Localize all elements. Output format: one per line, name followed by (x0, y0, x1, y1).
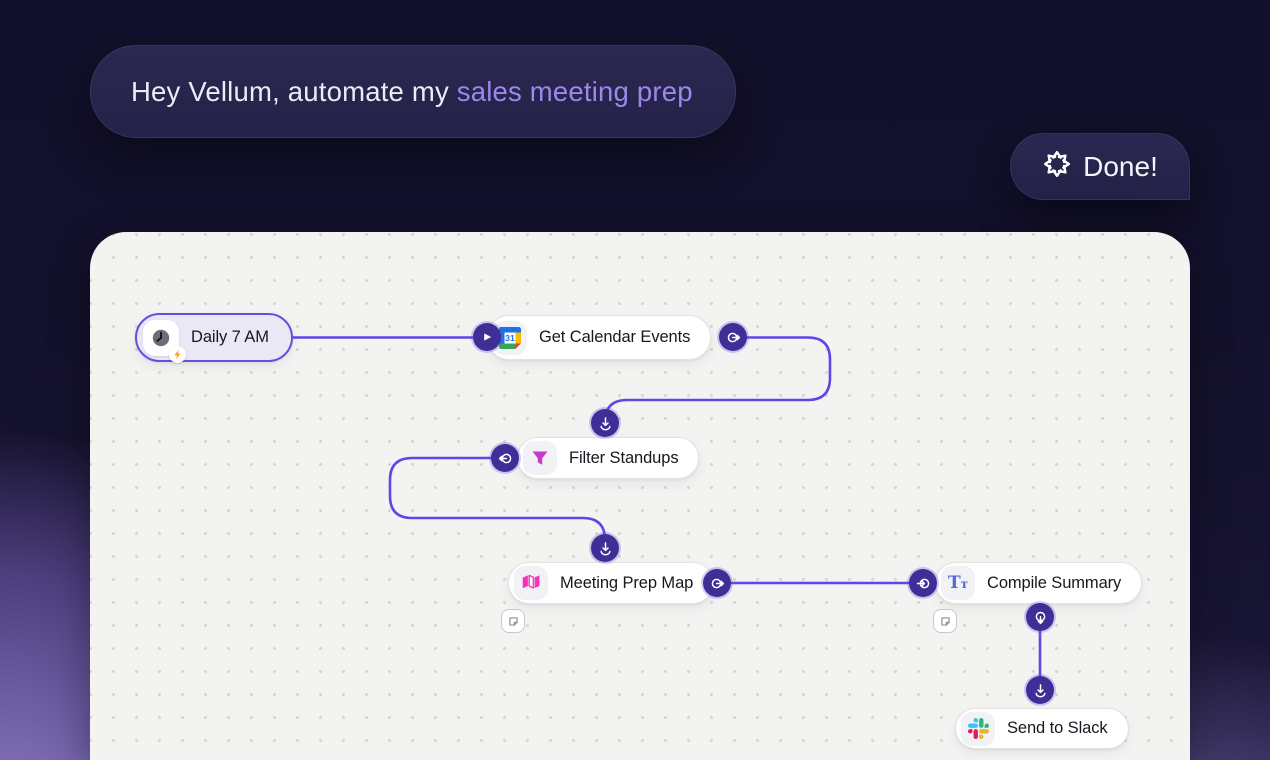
slack-icon (961, 711, 995, 746)
workflow-canvas[interactable]: Daily 7 AM 31 Get Calendar Events (90, 232, 1190, 760)
port-arrow-in-down-icon[interactable] (1026, 676, 1054, 704)
done-label: Done! (1083, 150, 1158, 182)
node-label: Filter Standups (569, 448, 679, 467)
port-arrow-out-right-icon[interactable] (703, 569, 731, 597)
port-arrow-out-right-icon[interactable] (719, 323, 747, 351)
node-meeting-prep-map[interactable]: Meeting Prep Map (508, 562, 715, 604)
note-icon[interactable] (933, 609, 957, 633)
node-get-calendar-events[interactable]: 31 Get Calendar Events (487, 315, 712, 360)
user-prompt-bubble: Hey Vellum, automate my sales meeting pr… (90, 45, 736, 138)
prompt-text-plain: Hey Vellum, automate my (131, 75, 457, 107)
port-arrow-in-right-icon[interactable] (909, 569, 937, 597)
node-compile-summary[interactable]: Tт Compile Summary (935, 562, 1143, 604)
port-arrow-in-down-icon[interactable] (591, 534, 619, 562)
assistant-done-bubble: Done! (1010, 133, 1190, 200)
tt-glyph: Tт (947, 572, 969, 593)
google-calendar-icon: 31 (493, 320, 527, 355)
note-icon[interactable] (501, 609, 525, 633)
map-icon (514, 566, 548, 600)
node-label: Get Calendar Events (539, 328, 691, 346)
bolt-badge-icon (169, 345, 186, 363)
port-arrow-out-down-icon[interactable] (1026, 603, 1054, 631)
vellum-starburst-icon (1042, 149, 1072, 184)
node-label: Send to Slack (1007, 719, 1108, 737)
port-arrow-in-down-icon[interactable] (591, 409, 619, 437)
port-arrow-out-left-icon[interactable] (491, 444, 519, 472)
node-filter-standups[interactable]: Filter Standups (517, 437, 700, 479)
port-trigger-in-icon[interactable] (473, 323, 501, 351)
workflow-edges (285, 336, 1042, 690)
node-daily-7am[interactable]: Daily 7 AM (135, 313, 293, 363)
filter-funnel-icon (523, 441, 557, 475)
node-send-to-slack[interactable]: Send to Slack (955, 708, 1129, 749)
node-label: Compile Summary (987, 573, 1122, 592)
text-format-icon: Tт (941, 566, 975, 600)
svg-text:31: 31 (505, 333, 515, 343)
clock-trigger-icon (143, 319, 186, 363)
prompt-text-accent: sales meeting prep (456, 75, 693, 107)
node-label: Daily 7 AM (191, 328, 269, 346)
edge-filter-to-map (388, 456, 607, 548)
node-label: Meeting Prep Map (560, 573, 694, 592)
edge-calendar-to-filter (603, 336, 832, 423)
prompt-text: Hey Vellum, automate my sales meeting pr… (131, 76, 693, 108)
